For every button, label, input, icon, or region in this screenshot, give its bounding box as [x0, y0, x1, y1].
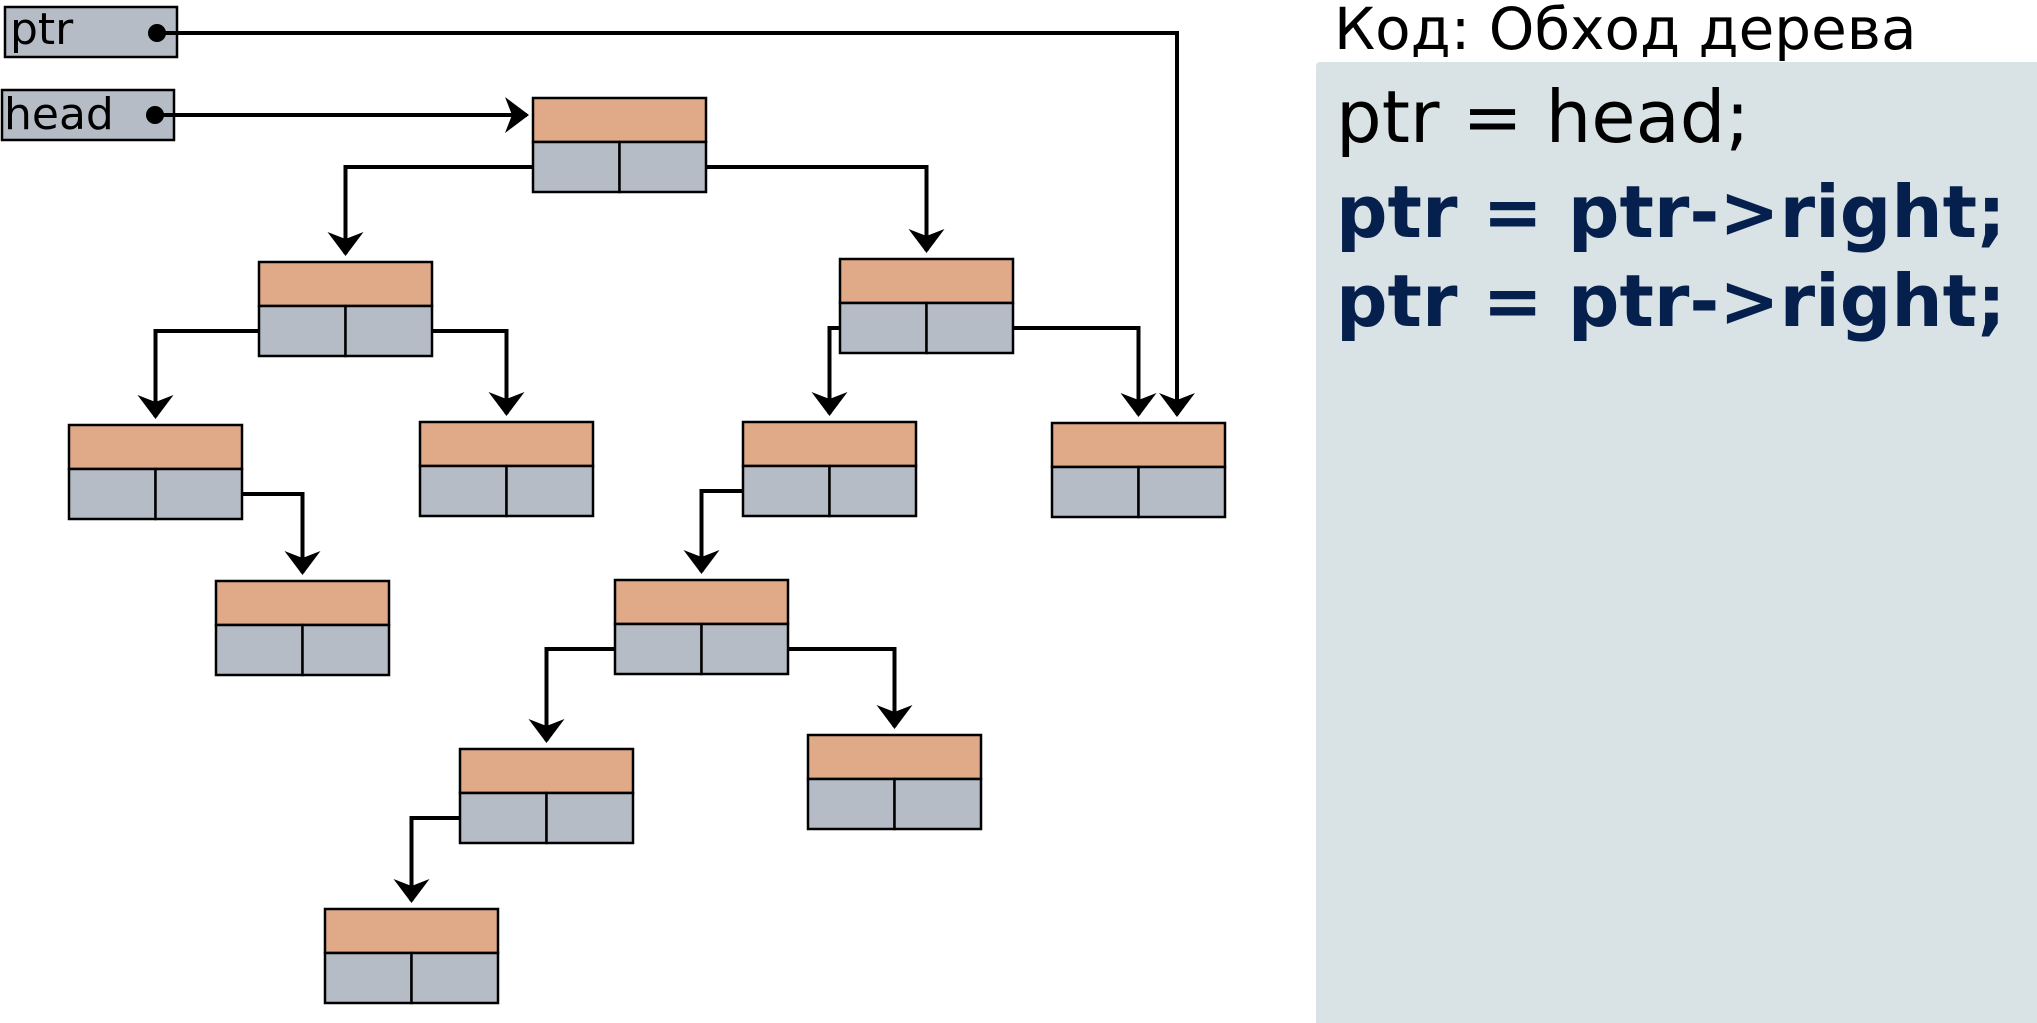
node-value-field [838, 257, 1015, 305]
node-right-pointer-field [154, 467, 244, 521]
node-left-pointer-field [418, 464, 508, 518]
node-value-field [1050, 421, 1227, 469]
head-pointer-arrow [146, 97, 529, 133]
edge-arrow [528, 647, 633, 743]
node-right-pointer-field [344, 304, 434, 358]
tree-diagram: ptr head [0, 4, 1227, 1005]
edge-arrow [995, 326, 1157, 417]
code-panel [1316, 62, 2037, 1023]
node-left-pointer-field [458, 791, 548, 845]
node-value-field [214, 579, 391, 627]
code-line-1: ptr = head; [1336, 75, 1750, 159]
tree-node [323, 907, 500, 1005]
edge-arrow [414, 329, 525, 416]
node-right-pointer-field [1137, 465, 1227, 519]
variable-head-label: head [4, 89, 114, 140]
node-right-pointer-field [545, 791, 635, 845]
node-value-field [257, 260, 434, 308]
node-left-pointer-field [67, 467, 157, 521]
code-line-2: ptr = ptr->right; [1336, 170, 2006, 254]
node-value-field [458, 747, 635, 795]
node-value-field [67, 423, 244, 471]
node-value-field [418, 420, 595, 468]
ptr-arrow-line [157, 31, 1195, 417]
tree-node [1050, 421, 1227, 519]
variable-head-box [0, 88, 176, 142]
node-right-pointer-field [925, 301, 1015, 355]
node-right-pointer-field [410, 951, 500, 1005]
edge-arrow [688, 165, 945, 253]
ptr-pointer-arrow [148, 24, 1195, 417]
tree-edge-right [679, 158, 945, 253]
node-left-pointer-field [613, 622, 703, 676]
node-right-pointer-field [893, 777, 983, 831]
node-left-pointer-field [323, 951, 413, 1005]
node-left-pointer-field [838, 301, 928, 355]
node-right-pointer-field [828, 464, 918, 518]
node-value-field [531, 96, 708, 144]
code-title: Код: Обход дерева [1334, 0, 1917, 63]
node-left-pointer-field [214, 623, 304, 677]
node-left-pointer-field [257, 304, 347, 358]
tree-node [418, 420, 595, 518]
node-right-pointer-field [505, 464, 595, 518]
tree-node [741, 420, 918, 518]
node-left-pointer-field [1050, 465, 1140, 519]
tree-node [806, 733, 983, 831]
edge-arrow [137, 329, 277, 419]
tree-node [257, 260, 434, 358]
edge-arrow [683, 489, 761, 574]
ptr-pointer-dot [148, 24, 166, 42]
code-line-3: ptr = ptr->right; [1336, 259, 2006, 343]
node-left-pointer-field [806, 777, 896, 831]
node-left-pointer-field [741, 464, 831, 518]
head-pointer-dot [146, 106, 164, 124]
edge-arrow [770, 647, 913, 729]
tree-node [67, 423, 244, 521]
tree-node [214, 579, 391, 677]
node-left-pointer-field [531, 140, 621, 194]
tree-node [531, 96, 708, 194]
edge-arrow [393, 816, 478, 903]
node-value-field [613, 578, 790, 626]
node-value-field [806, 733, 983, 781]
tree-node [613, 578, 790, 676]
edge-arrow [224, 492, 321, 575]
variable-ptr-label: ptr [10, 4, 74, 55]
node-value-field [741, 420, 918, 468]
tree-node [458, 747, 635, 845]
tree-edge-left [327, 158, 560, 256]
tree-node [838, 257, 1015, 355]
node-right-pointer-field [618, 140, 708, 194]
variable-head: head [0, 88, 176, 142]
node-value-field [323, 907, 500, 955]
node-right-pointer-field [301, 623, 391, 677]
tree-nodes [67, 96, 1227, 1005]
node-right-pointer-field [700, 622, 790, 676]
edge-arrow [327, 165, 551, 256]
